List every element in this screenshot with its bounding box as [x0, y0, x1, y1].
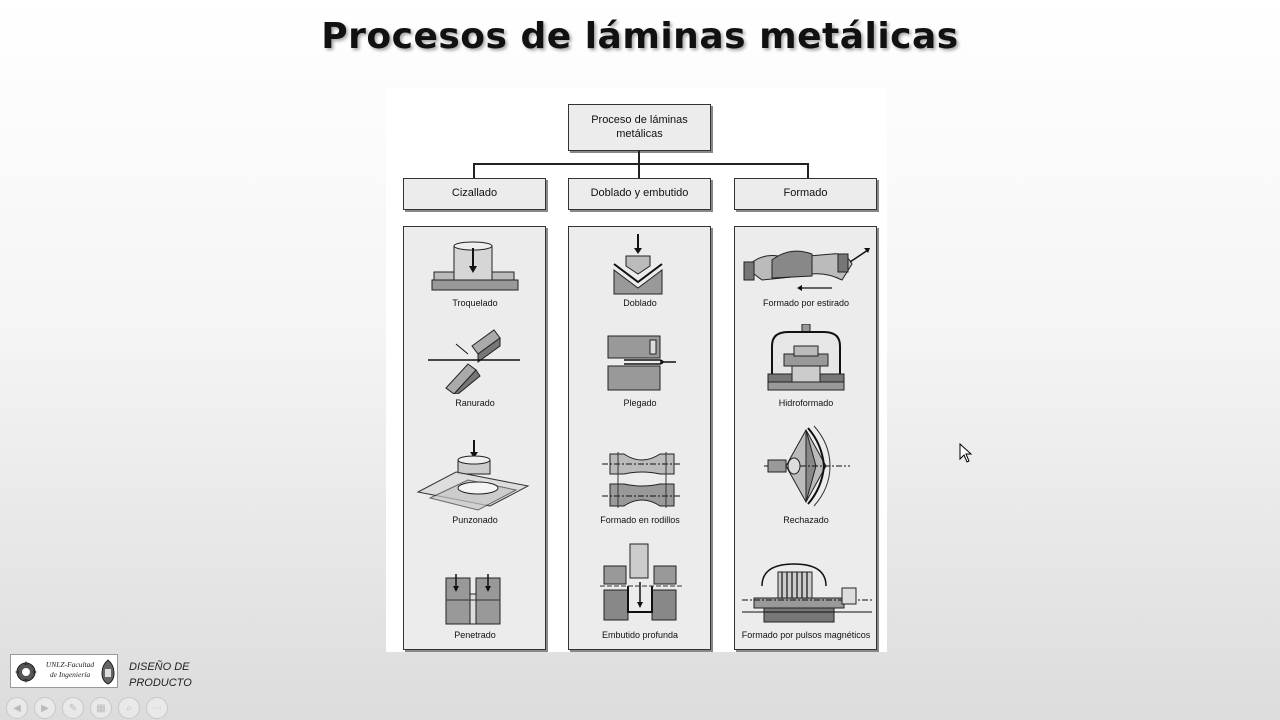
logo-line-1: UNLZ-Facultad [45, 660, 95, 669]
column-cizallado [403, 226, 546, 650]
root-node: Proceso de láminas metálicas [568, 104, 711, 151]
previous-icon[interactable]: ◀ [6, 697, 28, 719]
process-label-plegado: Plegado [623, 398, 657, 408]
category-cizallado: Cizallado [403, 178, 546, 210]
process-label-ranurado: Ranurado [455, 398, 495, 408]
penetrado-illustration [445, 574, 501, 625]
connector-left [473, 163, 475, 179]
doblado-illustration [613, 234, 663, 295]
slides-icon[interactable]: ▦ [90, 697, 112, 719]
process-label-doblado: Doblado [623, 298, 657, 308]
process-label-rechazado: Rechazado [783, 515, 829, 525]
process-label-pulsos-magneticos: Formado por pulsos magnéticos [741, 630, 871, 640]
ranurado-illustration [428, 329, 520, 394]
category-label: Cizallado [451, 187, 498, 200]
category-label: Doblado y embutido [590, 187, 689, 200]
category-label: Formado [783, 187, 828, 200]
course-line-2: PRODUCTO [129, 677, 192, 689]
process-label-formado-estirado: Formado por estirado [762, 298, 850, 308]
shield-emblem-icon [101, 659, 115, 685]
connector-horizontal [473, 163, 808, 165]
process-diagram: Proceso de láminas metálicas Cizallado D… [386, 88, 887, 652]
root-label: Proceso de láminas metálicas [591, 113, 688, 140]
plegado-illustration [607, 335, 676, 391]
punzonado-illustration [416, 440, 530, 511]
process-label-embutido: Embutido profunda [601, 630, 679, 640]
troquelado-illustration [431, 241, 519, 291]
more-icon[interactable]: ⋯ [146, 697, 168, 719]
pen-icon[interactable]: ✎ [62, 697, 84, 719]
unlz-logo: UNLZ-Facultad de Ingeniería [10, 654, 118, 688]
embutido-illustration [600, 543, 684, 621]
slide-title: Procesos de láminas metálicas [321, 16, 959, 57]
category-doblado: Doblado y embutido [568, 178, 711, 210]
formado-estirado-illustration [743, 248, 870, 291]
presentation-toolbar: ◀ ▶ ✎ ▦ ⌕ ⋯ [6, 697, 168, 719]
connector-right [807, 163, 809, 179]
connector-middle [638, 163, 640, 179]
pulsos-magneticos-illustration [742, 563, 872, 623]
play-icon[interactable]: ▶ [34, 697, 56, 719]
gear-emblem-icon [15, 661, 37, 683]
hidroformado-illustration [767, 324, 845, 391]
logo-line-2: de Ingeniería [49, 670, 91, 679]
process-label-formado-rodillos: Formado en rodillos [600, 515, 680, 525]
course-label: DISEÑO DE PRODUCTO [129, 659, 219, 691]
formado-rodillos-illustration [602, 452, 682, 508]
rechazado-illustration [764, 425, 850, 507]
column-doblado [568, 226, 711, 650]
course-line-1: DISEÑO DE [129, 661, 190, 673]
mouse-cursor-icon [959, 443, 973, 463]
process-label-punzonado: Punzonado [452, 515, 498, 525]
connector-root-down [638, 151, 640, 163]
process-label-troquelado: Troquelado [452, 298, 498, 308]
logo-text: UNLZ-Facultad de Ingeniería [39, 660, 101, 680]
process-label-penetrado: Penetrado [454, 630, 496, 640]
zoom-icon[interactable]: ⌕ [118, 697, 140, 719]
category-formado: Formado [734, 178, 877, 210]
process-label-hidroformado: Hidroformado [778, 398, 834, 408]
